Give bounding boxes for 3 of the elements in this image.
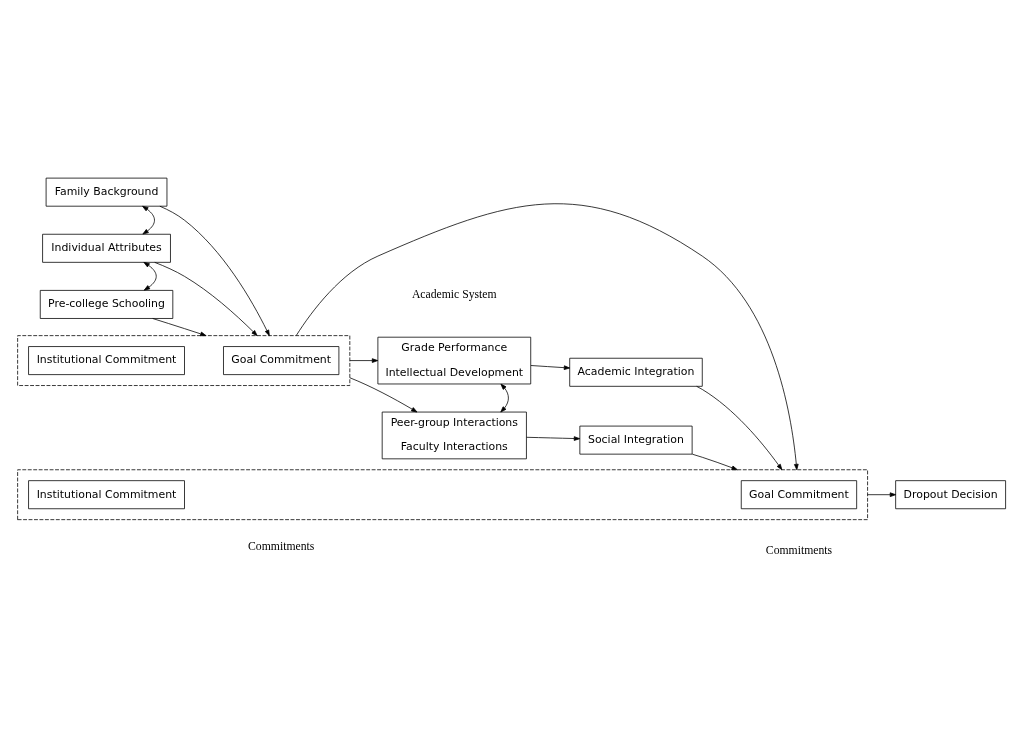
- label: Commitments: [248, 539, 315, 553]
- label: Commitments: [765, 543, 833, 557]
- label: Academic System: [411, 287, 497, 301]
